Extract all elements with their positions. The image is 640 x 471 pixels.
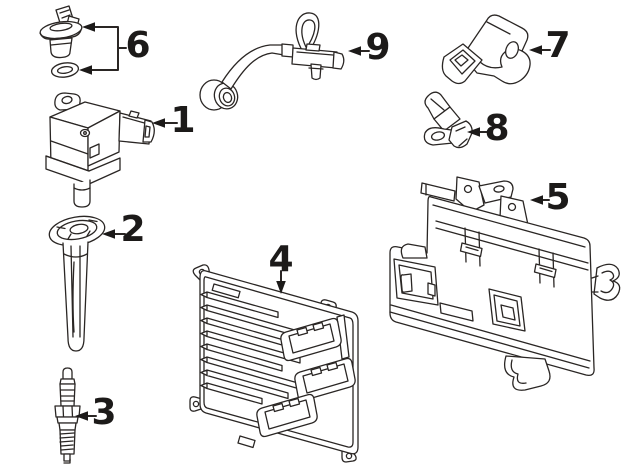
callout-label-3: 3 bbox=[91, 392, 117, 434]
callout-label-6: 6 bbox=[125, 25, 151, 67]
callout-label-8: 8 bbox=[484, 108, 510, 150]
callout-label-5: 5 bbox=[545, 177, 571, 219]
camshaft-position-sensor-drawing bbox=[39, 5, 83, 59]
map-sensor-drawing bbox=[441, 14, 531, 85]
crankshaft-position-sensor-drawing bbox=[423, 91, 473, 149]
sensor-o-ring-drawing bbox=[50, 62, 80, 78]
callout-leaders bbox=[75, 22, 551, 421]
knock-sensor-drawing bbox=[199, 12, 345, 111]
callout-label-4: 4 bbox=[268, 239, 294, 281]
spark-plug-drawing bbox=[54, 367, 81, 464]
callout-label-2: 2 bbox=[120, 209, 146, 251]
coil-boot-drawing bbox=[48, 215, 106, 352]
engine-control-module-drawing bbox=[189, 264, 359, 463]
callout-label-9: 9 bbox=[365, 27, 391, 69]
ignition-coil-drawing bbox=[45, 92, 155, 208]
module-bracket-drawing bbox=[389, 176, 621, 391]
callout-label-7: 7 bbox=[545, 25, 571, 67]
callout-label-1: 1 bbox=[170, 100, 196, 142]
